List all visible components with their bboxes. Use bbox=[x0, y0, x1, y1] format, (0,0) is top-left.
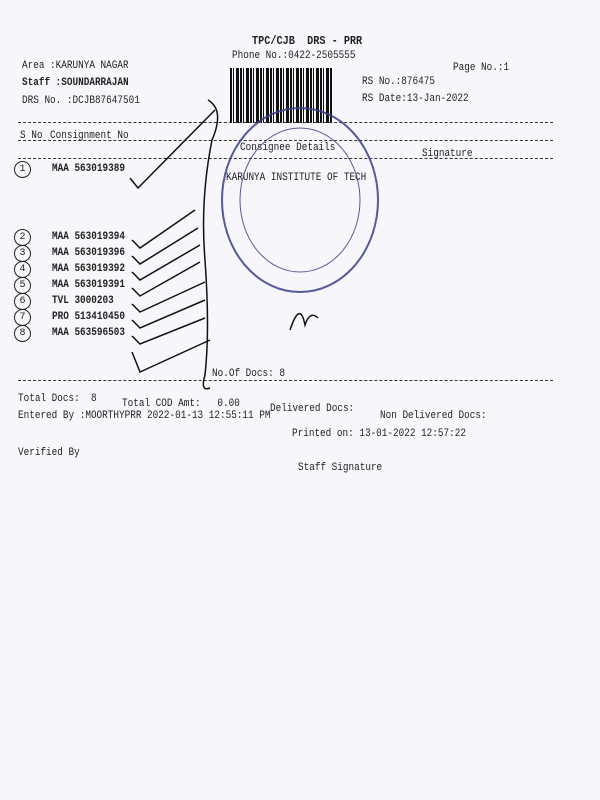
delivered-docs: Delivered Docs: bbox=[270, 403, 355, 415]
consignment-number: MAA 563019389 bbox=[52, 163, 125, 175]
consignment-number: MAA 563019391 bbox=[52, 279, 125, 291]
column-signature: Signature bbox=[422, 148, 473, 160]
rs-date: RS Date:13-Jan-2022 bbox=[362, 93, 469, 105]
document-title: TPC/CJB DRS - PRR bbox=[252, 34, 363, 48]
printed-on: Printed on: 13-01-2022 12:57:22 bbox=[292, 428, 466, 440]
divider bbox=[18, 158, 553, 159]
consignment-number: PRO 513410450 bbox=[52, 311, 125, 323]
no-of-docs: No.Of Docs: 8 bbox=[212, 368, 285, 380]
entered-by: Entered By :MOORTHYPRR 2022-01-13 12:55:… bbox=[18, 410, 271, 422]
row-number-mark: 1 bbox=[14, 161, 31, 178]
column-consignee: Consignee Details bbox=[240, 142, 336, 154]
divider bbox=[18, 140, 553, 141]
consignment-number: MAA 563019394 bbox=[52, 231, 125, 243]
area: Area :KARUNYA NAGAR bbox=[22, 60, 129, 72]
consignment-number: TVL 3000203 bbox=[52, 295, 114, 307]
total-docs: Total Docs: 8 bbox=[18, 393, 97, 405]
phone-number: Phone No.:0422-2505555 bbox=[232, 50, 356, 62]
drs-number: DRS No. :DCJB87647501 bbox=[22, 95, 140, 107]
staff: Staff :SOUNDARRAJAN bbox=[22, 77, 129, 89]
column-consignment: Consignment No bbox=[50, 130, 129, 142]
consignment-number: MAA 563019396 bbox=[52, 247, 125, 259]
divider bbox=[18, 122, 553, 123]
row-number-mark: 8 bbox=[14, 325, 31, 342]
total-cod: Total COD Amt: 0.00 bbox=[122, 398, 240, 410]
staff-signature-label: Staff Signature bbox=[298, 462, 383, 474]
consignee-name: KARUNYA INSTITUTE OF TECH bbox=[226, 172, 367, 184]
page-number: Page No.:1 bbox=[453, 62, 510, 74]
consignment-number: MAA 563019392 bbox=[52, 263, 125, 275]
handwritten-ticks bbox=[129, 99, 319, 390]
consignment-number: MAA 563596503 bbox=[52, 327, 125, 339]
verified-by: Verified By bbox=[18, 447, 80, 459]
divider bbox=[18, 380, 553, 381]
rs-number: RS No.:876475 bbox=[362, 76, 435, 88]
non-delivered-docs: Non Delivered Docs: bbox=[380, 410, 487, 422]
institute-stamp bbox=[221, 107, 379, 293]
column-sno: S No bbox=[20, 130, 43, 142]
barcode bbox=[230, 68, 333, 123]
